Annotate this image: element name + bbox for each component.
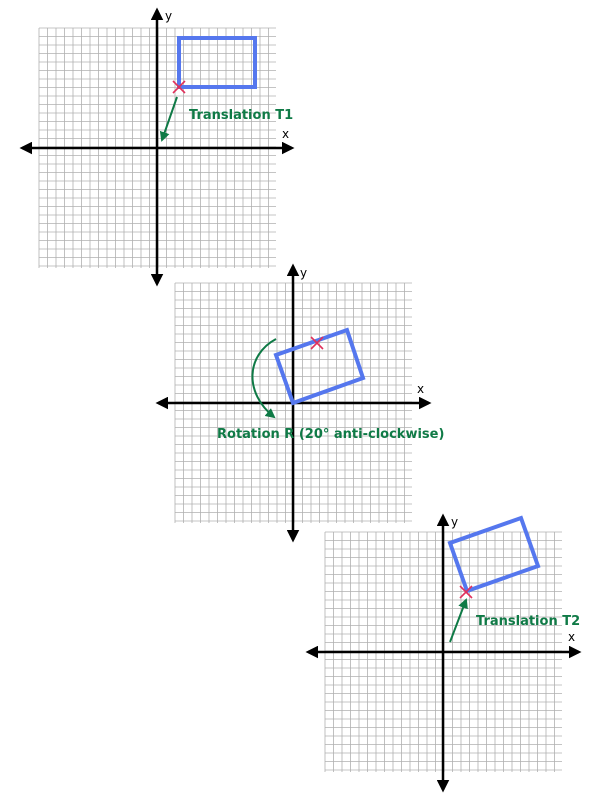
rectangle-shape-1 — [177, 36, 257, 89]
panel-3: x y Translation T2 — [305, 513, 582, 793]
panel-1: x y Translation T1 — [19, 7, 295, 287]
annotation-rotation-r: Rotation R (20° anti-clockwise) — [217, 427, 444, 442]
x-axis-label-2: x — [417, 382, 424, 396]
x-axis-label-3: x — [568, 630, 575, 644]
cross-marker-1 — [172, 80, 186, 94]
translation-arrow-1 — [159, 96, 178, 142]
panel-2: x y Rotation R (20° anti-clockwise) — [155, 263, 444, 543]
rectangle-shape-3 — [447, 515, 541, 594]
y-axis-label-1: y — [165, 9, 172, 23]
y-axis-label-3: y — [451, 515, 458, 529]
x-axis-label-1: x — [282, 127, 289, 141]
translation-arrow-2 — [449, 598, 468, 643]
annotation-translation-t2: Translation T2 — [476, 614, 580, 629]
y-axis-label-2: y — [300, 266, 307, 280]
cross-marker-2 — [310, 336, 324, 350]
rotation-arrow — [251, 338, 277, 419]
rectangle-shape-2 — [273, 327, 366, 406]
annotation-translation-t1: Translation T1 — [189, 108, 293, 123]
cross-marker-3 — [459, 585, 473, 599]
